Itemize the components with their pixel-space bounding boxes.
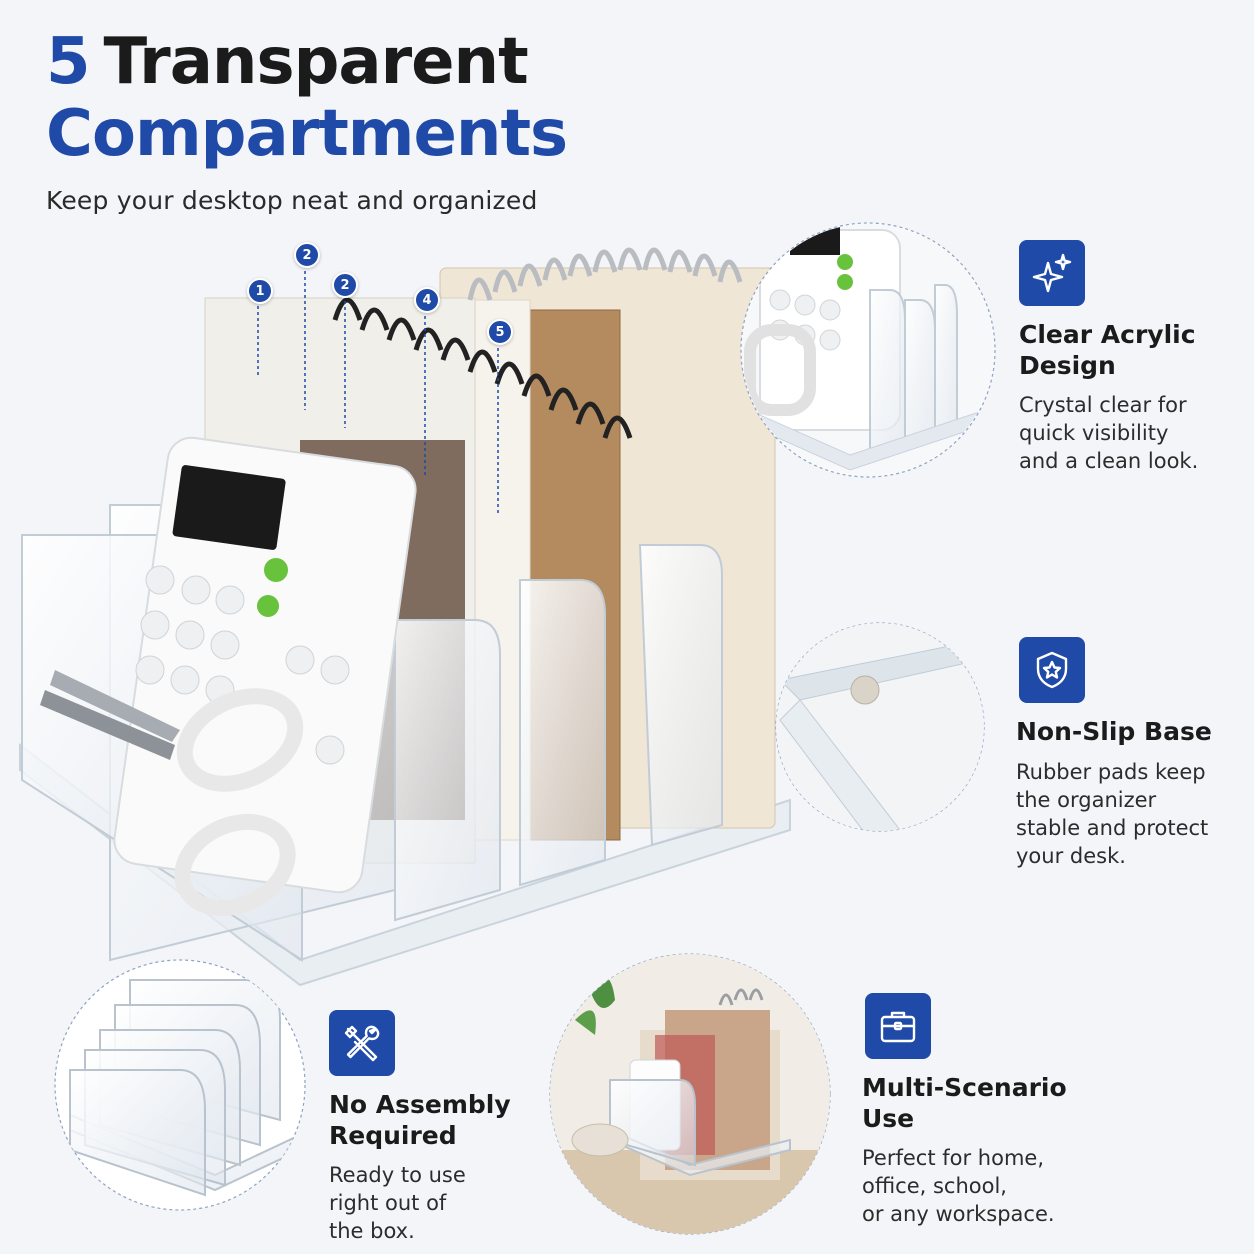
organizer-main xyxy=(19,247,791,987)
feature-desc-line: Crystal clear for xyxy=(1019,393,1187,417)
headline-subtitle: Keep your desktop neat and organized xyxy=(46,186,538,215)
feature-desc-line: office, school, xyxy=(862,1174,1007,1199)
feature-clear-acrylic: Clear Acrylic Design Crystal clear for q… xyxy=(1019,240,1198,475)
callout-badge-2b: 2 xyxy=(332,272,358,298)
callout-badge-5: 5 xyxy=(487,319,513,345)
callout-badge-2a: 2 xyxy=(294,242,320,268)
feature-desc-line: your desk. xyxy=(1016,843,1126,868)
feature-desc-line: quick visibility xyxy=(1019,421,1169,446)
feature-no-assembly: No Assembly Required Ready to use right … xyxy=(329,1010,511,1245)
feature-title-line1: No Assembly xyxy=(329,1090,511,1119)
feature-desc-line: and a clean look. xyxy=(1019,449,1199,474)
feature-title: Clear Acrylic Design xyxy=(1019,320,1198,381)
feature-title-line2: Required xyxy=(329,1120,457,1150)
headline-number: 5 xyxy=(46,25,91,99)
feature-title: Multi-Scenario Use xyxy=(862,1073,1067,1134)
feature-desc-line: or any workspace. xyxy=(862,1202,1055,1227)
feature-desc-line: the organizer xyxy=(1016,787,1157,812)
sparkle-icon xyxy=(1019,240,1085,306)
feature-title-line1: Clear Acrylic xyxy=(1019,320,1196,349)
feature-desc-line: the box. xyxy=(329,1219,415,1244)
feature-description: Crystal clear for quick visibility and a… xyxy=(1019,391,1198,475)
tools-icon xyxy=(329,1010,395,1076)
feature-desc-line: Rubber pads keep xyxy=(1016,759,1206,784)
shield-star-icon xyxy=(1019,637,1085,703)
headline-line2: Compartments xyxy=(46,97,568,171)
headline-word: Transparent xyxy=(103,25,529,99)
feature-title: No Assembly Required xyxy=(329,1090,511,1151)
feature-title-line1: Multi-Scenario xyxy=(862,1073,1067,1102)
feature-title-line2: Design xyxy=(1019,350,1116,380)
callout-badge-4: 4 xyxy=(414,287,440,313)
feature-description: Perfect for home, office, school, or any… xyxy=(862,1144,1067,1228)
feature-desc-line: Perfect for home, xyxy=(862,1146,1044,1170)
feature-desc-line: stable and protect xyxy=(1016,815,1209,840)
headline-block: 5 Transparent Compartments Keep your des… xyxy=(46,30,568,215)
feature-title: Non-Slip Base xyxy=(1016,717,1212,748)
feature-title-line1: Non-Slip Base xyxy=(1016,717,1212,746)
feature-description: Ready to use right out of the box. xyxy=(329,1161,511,1245)
feature-multi-scenario: Multi-Scenario Use Perfect for home, off… xyxy=(862,993,1067,1228)
feature-desc-line: right out of xyxy=(329,1191,447,1216)
callout-badge-1: 1 xyxy=(247,278,273,304)
feature-non-slip-base: Non-Slip Base Rubber pads keep the organ… xyxy=(1016,637,1212,870)
briefcase-icon xyxy=(865,993,931,1059)
headline-line1: 5 Transparent xyxy=(46,30,567,94)
feature-desc-line: Ready to use xyxy=(329,1163,466,1187)
feature-title-line2: Use xyxy=(862,1103,915,1133)
feature-description: Rubber pads keep the organizer stable an… xyxy=(1016,758,1212,871)
